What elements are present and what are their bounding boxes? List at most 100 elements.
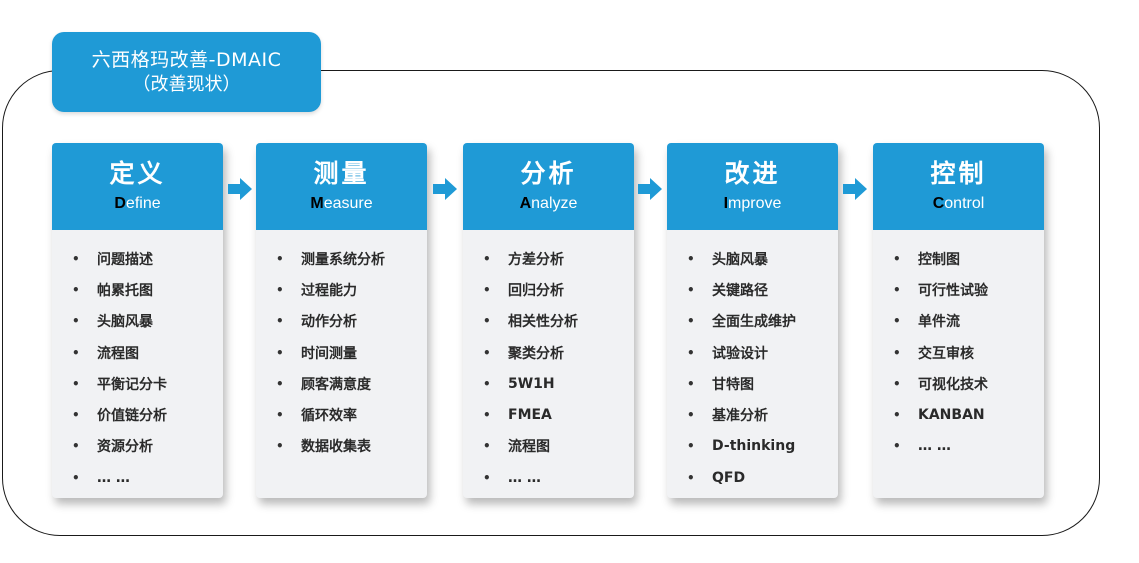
tool-list: • 方差分析 • 回归分析 •相关性分析 •聚类分析 • 5W1H • FMEA •流程… <box>463 230 634 493</box>
phase-english-name: Measure <box>310 192 372 216</box>
phase-column-improve: 改进 Improve •头脑风暴 •关键路径 •全面生成维护 •试验设计 •甘特… <box>667 143 838 498</box>
phase-name-rest: nalyze <box>531 194 578 212</box>
bullet: • <box>687 251 695 266</box>
tool-label: KANBAN <box>918 407 985 424</box>
tool-label: 帕累托图 <box>97 282 153 299</box>
bullet: • <box>687 345 695 360</box>
bullet: • <box>72 376 80 391</box>
tool-label: 价值链分析 <box>97 408 167 425</box>
list-item: • 帕累托图 <box>72 274 223 305</box>
list-item: • 甘特图 <box>687 368 838 399</box>
tool-label: FMEA <box>508 407 552 424</box>
list-item: • 回归分析 <box>483 274 634 305</box>
bullet: • <box>72 408 80 423</box>
phase-name-rest: mprove <box>728 194 782 212</box>
phase-column-control: 控制 Control •控制图 •可行性试验 •单件流 •交互审核 •可视化技术… <box>873 143 1044 498</box>
tool-label: 聚类分析 <box>508 345 564 362</box>
list-item: • 方差分析 <box>483 243 634 274</box>
bullet: • <box>72 345 80 360</box>
bullet: • <box>483 470 491 485</box>
bullet: • <box>72 439 80 454</box>
tool-label: 顾客满意度 <box>301 376 371 393</box>
tool-label: 回归分析 <box>508 282 564 299</box>
tool-list: •问题描述 •帕累托图 •头脑风暴 •流程图 •平衡记分卡 •价值链分析 •资源… <box>52 230 223 493</box>
phase-initial: C <box>932 194 945 212</box>
bullet: • <box>276 251 284 266</box>
bullet: • <box>687 376 695 391</box>
phase-english-name: Define <box>114 192 160 216</box>
bullet: • <box>276 439 284 454</box>
tool-label: 5W1H <box>508 375 555 392</box>
list-item: •时间测量 <box>276 337 427 368</box>
tool-label: 方差分析 <box>508 251 564 268</box>
list-item: •基准分析 <box>687 399 838 430</box>
phase-title: 测量 <box>313 158 370 188</box>
tool-label: 甘特图 <box>712 376 754 393</box>
tool-label: QFD <box>712 469 746 486</box>
tool-list: •测量系统分析 •过程能力 •动作分析 •时间测量 •顾客满意度 •循环效率 •… <box>256 230 427 462</box>
tool-label: 控制图 <box>918 251 960 268</box>
bullet: • <box>276 345 284 360</box>
list-item: •关键路径 <box>687 274 838 305</box>
list-item: • 试验设计 <box>687 337 838 368</box>
phase-english-name: Control <box>933 192 985 216</box>
bullet: • <box>687 470 695 485</box>
bullet: • <box>483 282 491 297</box>
list-item: •聚类分析 <box>483 337 634 368</box>
phase-header: 测量 Measure <box>256 143 427 230</box>
list-item: • … … <box>893 431 1044 462</box>
list-item: •… … <box>483 462 634 493</box>
phase-initial: A <box>519 194 532 212</box>
phase-name-rest: easure <box>323 194 373 212</box>
list-item: • 资源分析 <box>72 431 223 462</box>
tool-label: 相关性分析 <box>508 314 578 331</box>
tool-label: … … <box>918 438 951 455</box>
list-item: •流程图 <box>483 431 634 462</box>
bullet: • <box>687 408 695 423</box>
bullet: • <box>893 408 901 423</box>
tool-label: 全面生成维护 <box>712 314 796 331</box>
tool-label: D-thinking <box>712 438 796 455</box>
phase-title: 改进 <box>724 158 781 188</box>
tool-label: 动作分析 <box>301 314 357 331</box>
phase-initial: M <box>310 194 324 212</box>
list-item: • KANBAN <box>893 399 1044 430</box>
phase-header: 定义 Define <box>52 143 223 230</box>
tool-label: 测量系统分析 <box>301 251 385 268</box>
tool-label: 可行性试验 <box>918 282 988 299</box>
title-box: 六西格玛改善-DMAIC （改善现状） <box>52 32 321 112</box>
tool-label: 关键路径 <box>712 282 768 299</box>
tool-label: 流程图 <box>508 439 550 456</box>
title-sub: （改善现状） <box>132 74 241 95</box>
phase-title: 分析 <box>520 158 577 188</box>
tool-label: 交互审核 <box>918 345 974 362</box>
tool-label: 试验设计 <box>712 345 768 362</box>
tool-label: 循环效率 <box>301 408 357 425</box>
list-item: •循环效率 <box>276 399 427 430</box>
list-item: •头脑风暴 <box>687 243 838 274</box>
list-item: •… … <box>72 462 223 493</box>
list-item: •过程能力 <box>276 274 427 305</box>
phase-title: 控制 <box>930 158 987 188</box>
bullet: • <box>893 345 901 360</box>
tool-list: •控制图 •可行性试验 •单件流 •交互审核 •可视化技术 •KANBAN •…… <box>873 230 1044 462</box>
tool-label: 数据收集表 <box>301 439 371 456</box>
phase-header: 分析 Analyze <box>463 143 634 230</box>
bullet: • <box>893 314 901 329</box>
list-item: •相关性分析 <box>483 306 634 337</box>
bullet: • <box>72 251 80 266</box>
tool-label: 问题描述 <box>97 251 153 268</box>
bullet: • <box>72 282 80 297</box>
phase-column-analyze: 分析 Analyze •方差分析 •回归分析 •相关性分析 •聚类分析 •5W1… <box>463 143 634 498</box>
list-item: •平衡记分卡 <box>72 368 223 399</box>
tool-label: 资源分析 <box>97 439 153 456</box>
bullet: • <box>483 376 491 391</box>
list-item: • 价值链分析 <box>72 399 223 430</box>
list-item: •头脑风暴 <box>72 306 223 337</box>
bullet: • <box>893 439 901 454</box>
list-item: • 交互审核 <box>893 337 1044 368</box>
list-item: • 5W1H <box>483 368 634 399</box>
phase-title: 定义 <box>109 158 166 188</box>
phase-english-name: Improve <box>724 192 782 216</box>
bullet: • <box>483 251 491 266</box>
